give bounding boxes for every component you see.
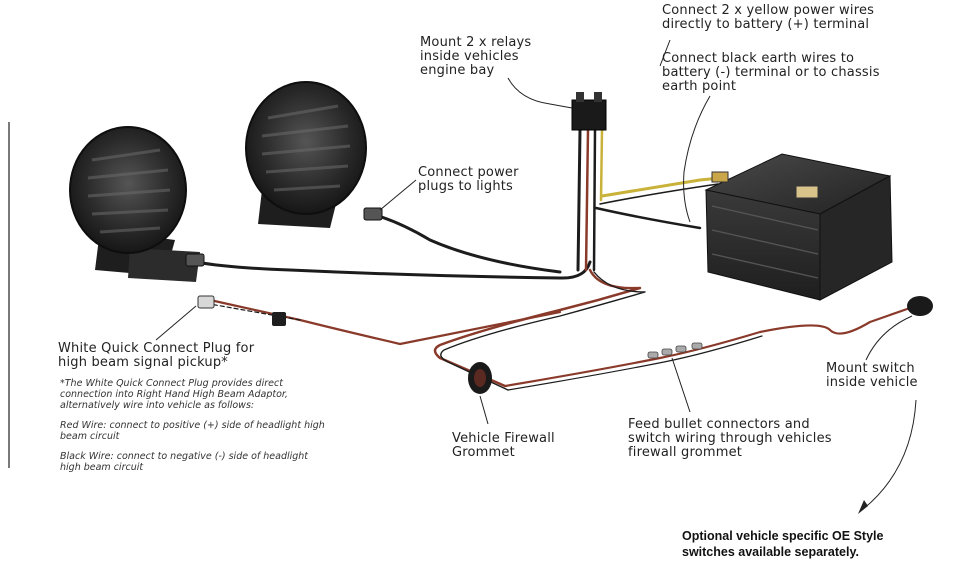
label-line: White Quick Connect Plug for [58, 341, 255, 356]
leader-switch [865, 315, 913, 361]
label-line: plugs to lights [418, 179, 514, 194]
leader-grommet [479, 395, 489, 425]
battery-positive-terminal [711, 171, 729, 183]
label-line: Mount 2 x relays [420, 35, 532, 50]
wire-relay-drop-2 [584, 128, 590, 272]
label-line: inside vehicles [420, 49, 519, 64]
label-line: inside vehicle [826, 375, 918, 390]
power-plug-left [185, 253, 205, 267]
arrow-head [858, 500, 868, 514]
leader-quick-connect [155, 305, 197, 341]
label-line: Grommet [452, 445, 515, 460]
wire-red-loom [433, 268, 642, 388]
note-line: high beam circuit [60, 462, 144, 473]
label-relays: Mount 2 x relays inside vehicles engine … [420, 36, 531, 78]
label-line: switch wiring through vehicles [628, 431, 832, 446]
wire-black-earth [594, 206, 702, 230]
bullet-connectors [647, 342, 703, 359]
inline-fuse [272, 312, 286, 326]
wire-left-light [194, 260, 592, 280]
label-line: Feed bullet connectors and [628, 417, 810, 432]
wire-relay-drop-4 [599, 128, 604, 202]
wire-yellow-power [600, 176, 722, 198]
footnote-line: switches available separately. [682, 545, 859, 559]
wire-relay-drop-3 [592, 128, 597, 272]
note-quick-connect: *The White Quick Connect Plug provides d… [60, 378, 325, 482]
leader-yellow [659, 39, 671, 67]
note-line: Black Wire: connect to negative (-) side… [60, 451, 309, 462]
label-power-plugs: Connect power plugs to lights [418, 166, 519, 194]
note-line: connection into Right Hand High Beam Ada… [60, 389, 288, 400]
label-line: engine bay [420, 63, 495, 78]
power-plug-right [363, 207, 383, 221]
footnote-line: Optional vehicle specific OE Style [682, 529, 884, 543]
note-line: *The White Quick Connect Plug provides d… [60, 378, 283, 389]
note-line: beam circuit [60, 431, 120, 442]
switch [907, 296, 933, 316]
leader-power-plugs [379, 179, 417, 211]
label-line: Connect black earth wires to [662, 51, 855, 66]
footnote-optional-switches: Optional vehicle specific OE Style switc… [682, 528, 883, 560]
label-line: directly to battery (+) terminal [662, 17, 870, 32]
battery-negative-terminal [795, 185, 819, 199]
label-line: Mount switch [826, 361, 915, 376]
label-bullet-connectors: Feed bullet connectors and switch wiring… [628, 418, 832, 460]
label-line: high beam signal pickup* [58, 355, 229, 370]
label-firewall-grommet: Vehicle Firewall Grommet [452, 432, 555, 460]
label-mount-switch: Mount switch inside vehicle [826, 362, 918, 390]
label-line: earth point [662, 79, 737, 94]
wire-switch [503, 306, 912, 388]
note-line: Red Wire: connect to positive (+) side o… [60, 420, 325, 431]
label-yellow-wires: Connect 2 x yellow power wires directly … [662, 4, 874, 32]
relays [571, 92, 607, 131]
label-line: firewall grommet [628, 445, 743, 460]
label-line: Vehicle Firewall [452, 431, 555, 446]
label-earth-wires: Connect black earth wires to battery (-)… [662, 52, 880, 94]
leader-bullets [671, 357, 691, 413]
leader-optional-switches [861, 399, 917, 511]
label-line: Connect 2 x yellow power wires [662, 3, 875, 18]
white-quick-connect-plug [197, 295, 215, 309]
label-quick-connect: White Quick Connect Plug for high beam s… [58, 342, 254, 370]
driving-light-left [69, 126, 200, 282]
wire-quick-connect [208, 298, 562, 346]
wire-relay-drop-1 [576, 128, 582, 272]
leader-earth [683, 95, 711, 223]
label-line: Connect power [418, 165, 519, 180]
note-line: alternatively wire into vehicle as follo… [60, 400, 255, 411]
driving-light-right [245, 81, 367, 228]
label-line: battery (-) terminal or to chassis [662, 65, 880, 80]
leader-relays [507, 77, 573, 109]
wire-right-light [370, 212, 562, 274]
battery [704, 153, 893, 301]
